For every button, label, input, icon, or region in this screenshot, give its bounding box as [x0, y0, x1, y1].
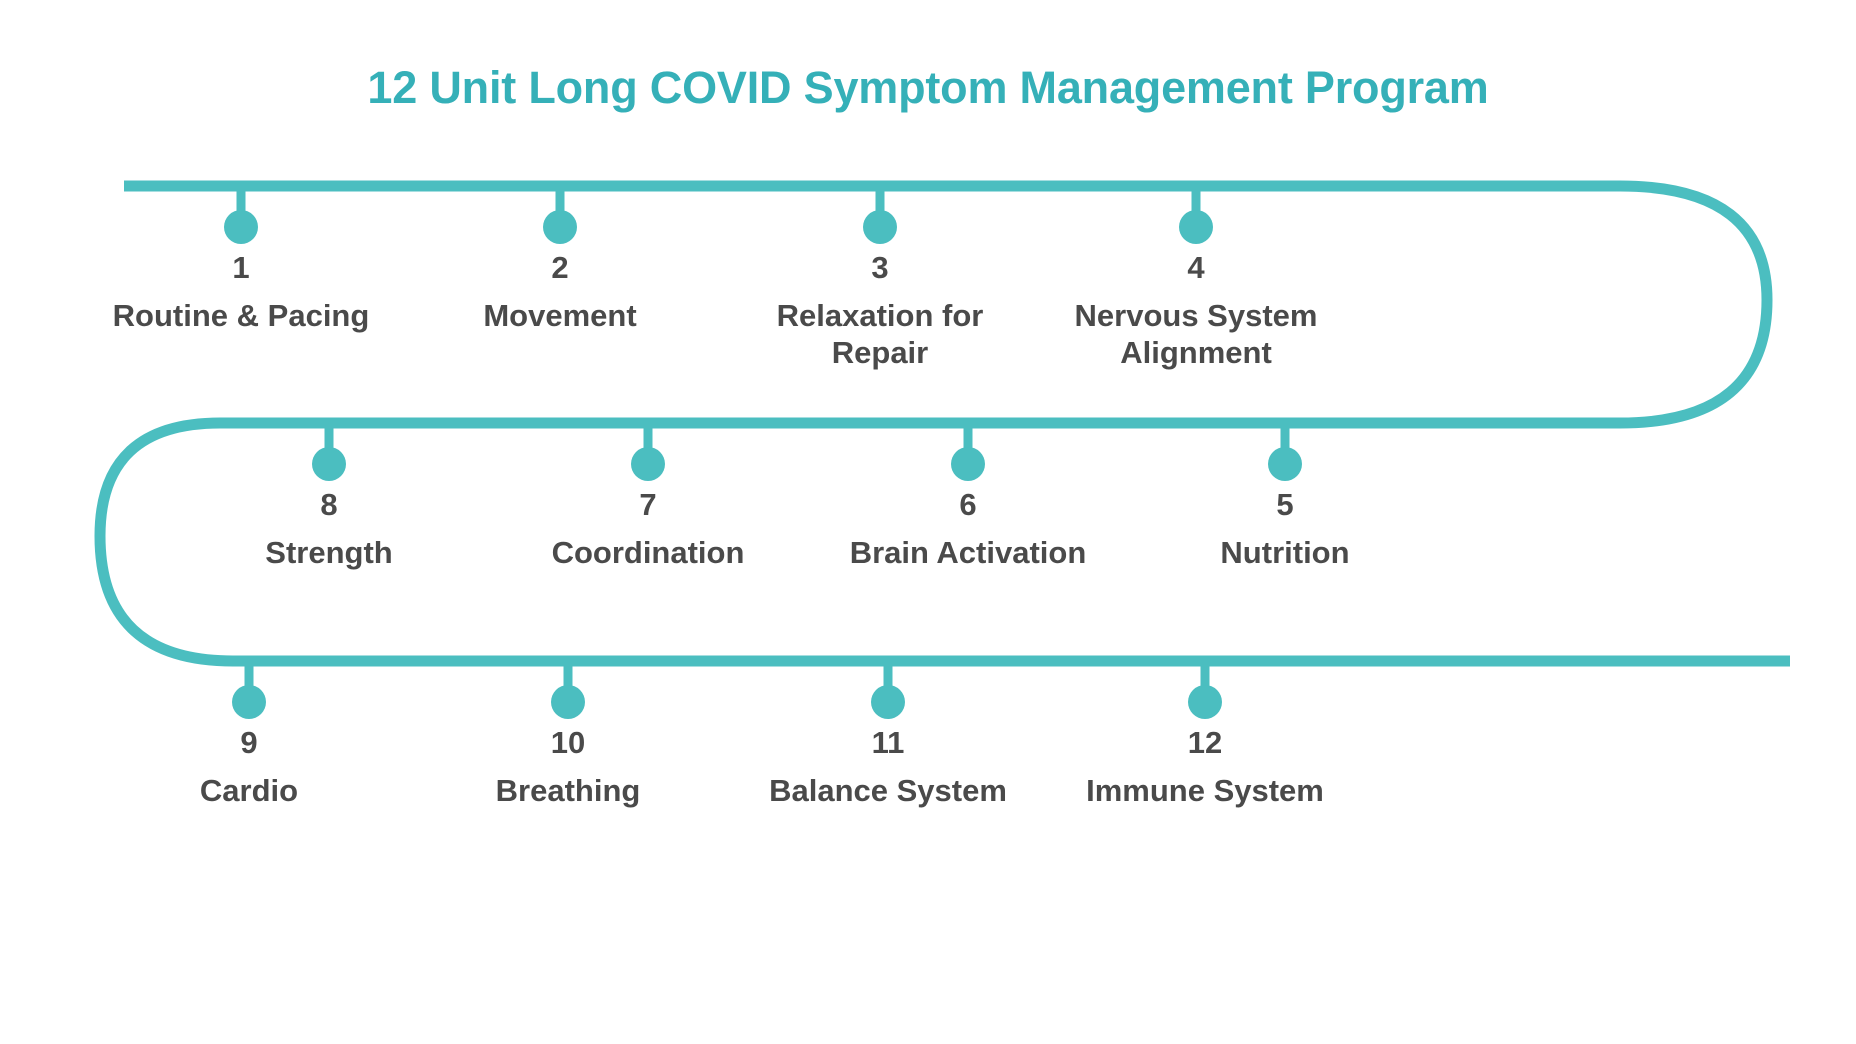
node-label: Brain Activation	[849, 534, 1087, 570]
node-marker-icon	[99, 661, 399, 719]
node-marker-icon	[1035, 661, 1375, 719]
node-marker-icon	[418, 661, 718, 719]
node-stem	[1191, 186, 1201, 220]
node-dot-icon	[551, 685, 585, 719]
node-marker-icon	[483, 423, 813, 481]
node-label: Relaxation for Repair	[776, 297, 984, 371]
node-label: Immune System	[1086, 772, 1324, 808]
node-stem	[875, 186, 885, 220]
node-marker-icon	[179, 423, 479, 481]
node-dot-icon	[543, 210, 577, 244]
node-label: Coordination	[551, 534, 745, 570]
node-label: Routine & Pacing	[112, 297, 370, 333]
node-number: 1	[232, 250, 250, 285]
node-number: 3	[871, 250, 889, 285]
node-number: 11	[871, 725, 905, 760]
node-number: 5	[1276, 487, 1294, 522]
node-stem	[883, 661, 893, 695]
node-dot-icon	[1179, 210, 1213, 244]
node-marker-icon	[718, 661, 1058, 719]
node-stem	[963, 423, 973, 457]
node-number: 2	[551, 250, 569, 285]
node-marker-icon	[730, 186, 1030, 244]
node-label: Nutrition	[1220, 534, 1350, 570]
node-marker-icon	[1135, 423, 1435, 481]
node-dot-icon	[224, 210, 258, 244]
node-dot-icon	[631, 447, 665, 481]
node-number: 4	[1187, 250, 1205, 285]
node-dot-icon	[232, 685, 266, 719]
node-dot-icon	[871, 685, 905, 719]
node-stem	[643, 423, 653, 457]
node-marker-icon	[1031, 186, 1361, 244]
node-label: Breathing	[495, 772, 641, 808]
node-dot-icon	[1268, 447, 1302, 481]
node-number: 9	[240, 725, 258, 760]
node-label: Cardio	[199, 772, 299, 808]
node-number: 7	[639, 487, 657, 522]
node-number: 10	[550, 725, 586, 760]
node-label: Balance System	[769, 772, 1007, 808]
node-dot-icon	[1188, 685, 1222, 719]
node-stem	[324, 423, 334, 457]
node-dot-icon	[951, 447, 985, 481]
node-stem	[236, 186, 246, 220]
node-label: Movement	[483, 297, 637, 333]
node-marker-icon	[793, 423, 1143, 481]
node-stem	[563, 661, 573, 695]
node-label: Strength	[265, 534, 393, 570]
node-stem	[1200, 661, 1210, 695]
node-number: 12	[1187, 725, 1223, 760]
node-stem	[555, 186, 565, 220]
node-dot-icon	[863, 210, 897, 244]
node-stem	[244, 661, 254, 695]
node-number: 6	[959, 487, 977, 522]
node-number: 8	[320, 487, 338, 522]
node-marker-icon	[91, 186, 391, 244]
node-label: Nervous System Alignment	[1074, 297, 1318, 371]
page-title: 12 Unit Long COVID Symptom Management Pr…	[367, 62, 1489, 113]
node-marker-icon	[410, 186, 710, 244]
node-dot-icon	[312, 447, 346, 481]
node-stem	[1280, 423, 1290, 457]
